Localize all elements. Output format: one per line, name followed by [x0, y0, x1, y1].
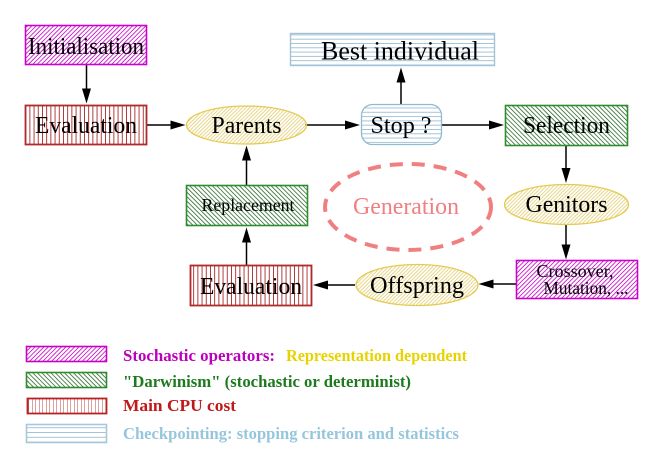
svg-text:Evaluation: Evaluation: [35, 113, 137, 139]
svg-text:Mutation, ...: Mutation, ...: [544, 278, 629, 298]
svg-text:Evaluation: Evaluation: [200, 274, 302, 300]
svg-text:Replacement: Replacement: [202, 195, 295, 215]
svg-text:Parents: Parents: [212, 113, 282, 139]
svg-text:Checkpointing: stopping criter: Checkpointing: stopping criterion and st…: [123, 424, 459, 443]
svg-text:Main CPU cost: Main CPU cost: [123, 396, 236, 415]
svg-text:Selection: Selection: [523, 113, 610, 139]
svg-text:Best individual: Best individual: [321, 37, 479, 66]
svg-text:"Darwinism" (stochastic or det: "Darwinism" (stochastic or determinist): [123, 372, 411, 391]
svg-text:Stop ?: Stop ?: [371, 113, 432, 139]
svg-text:Initialisation: Initialisation: [28, 34, 144, 60]
svg-text:Offspring: Offspring: [370, 273, 464, 299]
svg-text:Representation dependent: Representation dependent: [286, 346, 467, 365]
svg-text:Stochastic operators:: Stochastic operators:: [123, 346, 275, 365]
svg-text:Crossover,: Crossover,: [537, 261, 614, 281]
svg-text:Generation: Generation: [353, 194, 459, 220]
svg-text:Genitors: Genitors: [526, 192, 608, 218]
